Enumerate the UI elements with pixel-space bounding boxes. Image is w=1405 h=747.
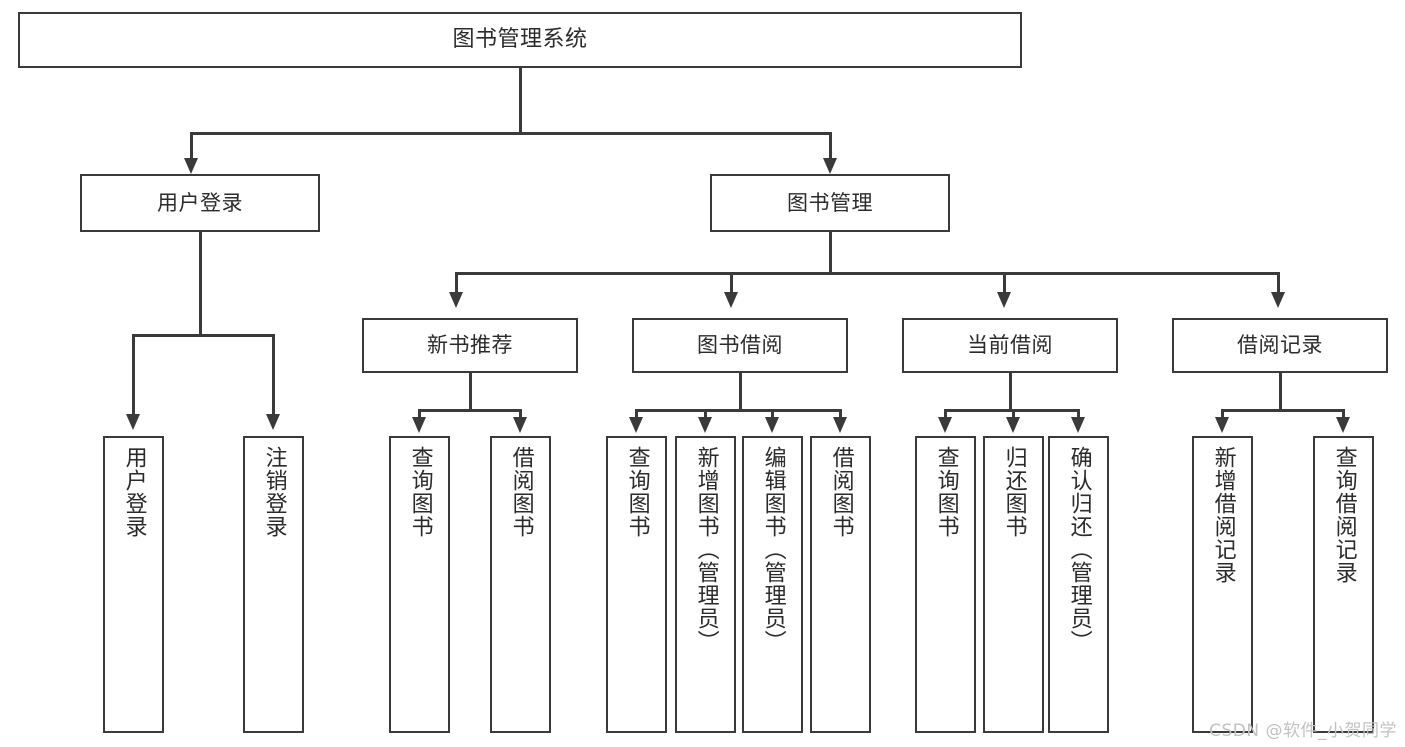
arrow-new-book-to-leaf-2 — [513, 417, 527, 433]
node-label: 用户登录 — [157, 190, 243, 215]
edge-book-management-bus — [456, 272, 1280, 275]
node-book-borrow[interactable]: 图书借阅 — [632, 318, 848, 373]
edge-root-stem — [519, 68, 522, 134]
edge-br-to-leaf-1 — [1221, 409, 1224, 421]
edge-new-book-to-leaf-1 — [418, 409, 421, 421]
edge-bb-to-leaf-2 — [704, 409, 707, 421]
node-label: 新增图书（管理员） — [693, 446, 719, 653]
node-label: 新书推荐 — [427, 333, 513, 358]
node-label: 查询图书 — [407, 446, 433, 538]
edge-root-to-book-management — [829, 132, 832, 162]
node-root-book-management-system[interactable]: 图书管理系统 — [18, 12, 1022, 68]
leaf-borrow-record-add-record[interactable]: 新增借阅记录 — [1192, 436, 1253, 733]
leaf-current-borrow-return-books[interactable]: 归还图书 — [983, 436, 1044, 733]
leaf-book-borrow-query-books[interactable]: 查询图书 — [606, 436, 667, 733]
leaf-borrow-record-query-record[interactable]: 查询借阅记录 — [1313, 436, 1374, 733]
edge-borrow-record-bus — [1222, 409, 1345, 412]
edge-cb-to-leaf-2 — [1012, 409, 1015, 421]
leaf-current-borrow-query-books[interactable]: 查询图书 — [915, 436, 976, 733]
leaf-user-login-login[interactable]: 用户登录 — [103, 436, 164, 733]
edge-root-bus — [191, 132, 832, 135]
arrow-br-to-leaf-1 — [1215, 417, 1229, 433]
node-label: 归还图书 — [1001, 446, 1027, 538]
node-label: 图书管理系统 — [452, 27, 588, 53]
edge-bb-to-leaf-1 — [635, 409, 638, 421]
arrow-root-to-user-login — [184, 158, 198, 174]
leaf-new-book-borrow-books[interactable]: 借阅图书 — [490, 436, 551, 733]
node-label: 当前借阅 — [967, 333, 1053, 358]
leaf-user-login-logout[interactable]: 注销登录 — [243, 436, 304, 733]
edge-user-login-to-leaf-1 — [132, 334, 135, 418]
leaf-book-borrow-borrow-books[interactable]: 借阅图书 — [810, 436, 871, 733]
edge-bm-to-new-book — [455, 272, 458, 296]
arrow-bb-to-leaf-4 — [833, 417, 847, 433]
edge-new-book-bus — [419, 409, 522, 412]
node-label: 图书管理 — [787, 190, 873, 215]
arrow-bm-to-borrow-record — [1271, 292, 1285, 308]
leaf-book-borrow-edit-book-admin[interactable]: 编辑图书（管理员） — [742, 436, 803, 733]
edge-book-management-stem — [829, 232, 832, 274]
node-label: 编辑图书（管理员） — [760, 446, 786, 653]
edge-br-to-leaf-2 — [1342, 409, 1345, 421]
arrow-bb-to-leaf-2 — [698, 417, 712, 433]
node-label: 借阅图书 — [508, 446, 534, 538]
node-borrow-record[interactable]: 借阅记录 — [1172, 318, 1388, 373]
node-label: 用户登录 — [121, 446, 147, 538]
edge-new-book-to-leaf-2 — [519, 409, 522, 421]
edge-root-to-user-login — [190, 132, 193, 162]
arrow-cb-to-leaf-2 — [1006, 417, 1020, 433]
edge-bm-to-borrow-record — [1277, 272, 1280, 296]
arrow-root-to-book-management — [823, 158, 837, 174]
edge-user-login-bus — [133, 334, 275, 337]
edge-bm-to-book-borrow — [730, 272, 733, 296]
arrow-bm-to-new-book — [449, 292, 463, 308]
arrow-bm-to-current-borrow — [997, 292, 1011, 308]
arrow-user-login-to-leaf-1 — [126, 414, 140, 430]
leaf-current-borrow-confirm-return-admin[interactable]: 确认归还（管理员） — [1048, 436, 1109, 733]
edge-user-login-to-leaf-2 — [272, 334, 275, 418]
edge-bm-to-current-borrow — [1003, 272, 1006, 296]
arrow-bm-to-book-borrow — [724, 292, 738, 308]
arrow-user-login-to-leaf-2 — [266, 414, 280, 430]
node-new-book-recommend[interactable]: 新书推荐 — [362, 318, 578, 373]
node-label: 借阅图书 — [828, 446, 854, 538]
edge-current-borrow-stem — [1009, 373, 1012, 411]
node-book-management[interactable]: 图书管理 — [710, 174, 950, 232]
arrow-br-to-leaf-2 — [1336, 417, 1350, 433]
node-label: 查询借阅记录 — [1331, 446, 1357, 584]
node-label: 借阅记录 — [1237, 333, 1323, 358]
edge-book-borrow-stem — [739, 373, 742, 411]
arrow-bb-to-leaf-1 — [629, 417, 643, 433]
arrow-cb-to-leaf-3 — [1071, 417, 1085, 433]
node-label: 确认归还（管理员） — [1066, 446, 1092, 653]
edge-book-borrow-bus — [636, 409, 842, 412]
edge-new-book-stem — [469, 373, 472, 411]
node-label: 查询图书 — [624, 446, 650, 538]
node-label: 查询图书 — [933, 446, 959, 538]
edge-cb-to-leaf-1 — [944, 409, 947, 421]
arrow-cb-to-leaf-1 — [938, 417, 952, 433]
edge-bb-to-leaf-4 — [839, 409, 842, 421]
node-current-borrow[interactable]: 当前借阅 — [902, 318, 1118, 373]
node-label: 图书借阅 — [697, 333, 783, 358]
edge-borrow-record-stem — [1279, 373, 1282, 411]
arrow-new-book-to-leaf-1 — [412, 417, 426, 433]
leaf-new-book-query-books[interactable]: 查询图书 — [389, 436, 450, 733]
edge-bb-to-leaf-3 — [771, 409, 774, 421]
arrow-bb-to-leaf-3 — [765, 417, 779, 433]
node-label: 注销登录 — [261, 446, 287, 538]
edge-user-login-stem — [199, 232, 202, 336]
node-label: 新增借阅记录 — [1210, 446, 1236, 584]
edge-cb-to-leaf-3 — [1077, 409, 1080, 421]
node-user-login[interactable]: 用户登录 — [80, 174, 320, 232]
leaf-book-borrow-add-book-admin[interactable]: 新增图书（管理员） — [675, 436, 736, 733]
